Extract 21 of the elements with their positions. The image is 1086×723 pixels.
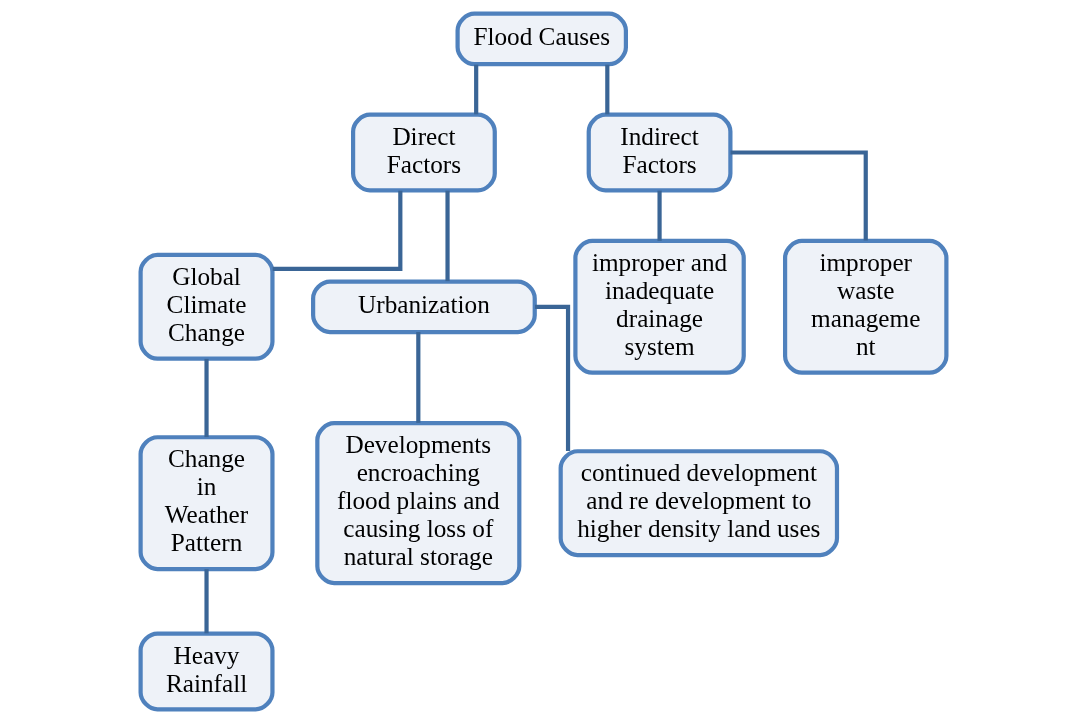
node-box: Developments encroaching flood plains and causing loss of natural storage	[314, 421, 521, 586]
connector	[604, 64, 609, 115]
connector	[415, 332, 420, 423]
connector	[534, 304, 570, 452]
node-box: Flood Causes	[455, 11, 628, 67]
connector	[656, 190, 662, 241]
connector	[730, 150, 868, 241]
connector	[473, 64, 478, 115]
node-box: improper waste manageme nt	[782, 238, 948, 375]
node-box: Urbanization	[310, 279, 537, 335]
connector	[272, 190, 402, 272]
node-box: Global Climate Change	[138, 252, 275, 361]
node-box: Indirect Factors	[586, 112, 732, 193]
node-box: Direct Factors	[350, 112, 497, 193]
connector	[444, 190, 450, 282]
connector	[203, 569, 209, 634]
node-box: improper and inadequate drainage system	[572, 238, 746, 375]
node-box: Change in Weather Pattern	[138, 435, 275, 572]
node-box: Heavy Rainfall	[138, 631, 275, 712]
node-box: continued development and re development to higher density land uses	[558, 449, 839, 558]
connector	[203, 358, 209, 438]
